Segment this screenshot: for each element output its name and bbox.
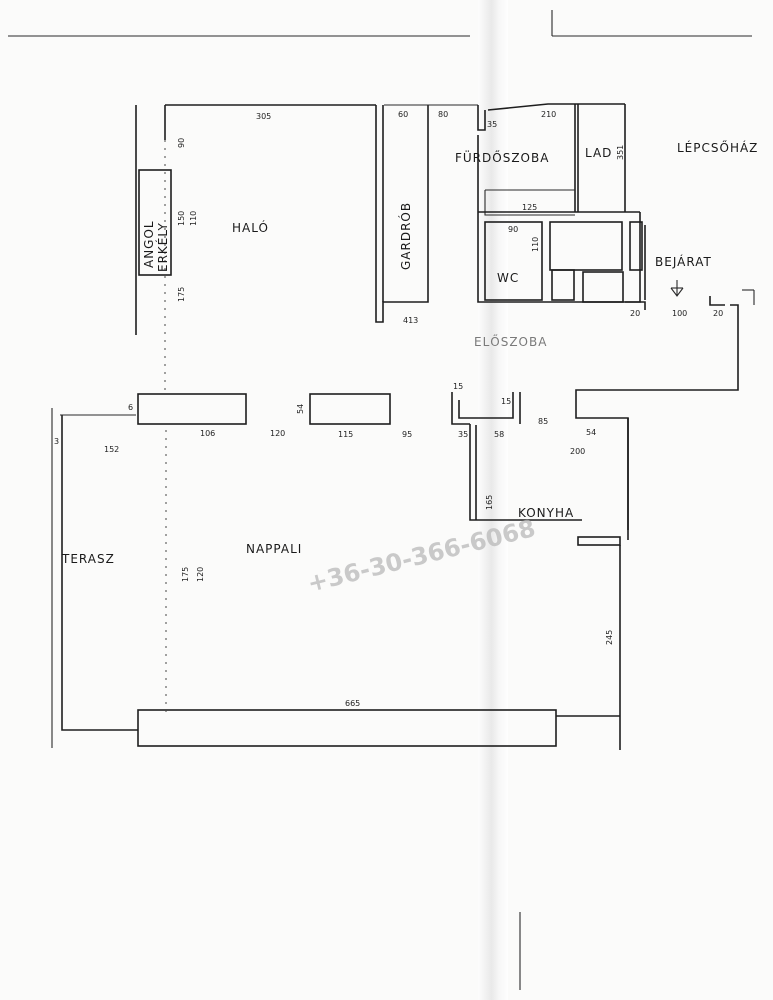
dim-label: 20 [713, 309, 723, 318]
dim-label: 60 [398, 110, 408, 119]
dim-label: 90 [177, 138, 186, 148]
dim-label: 175 [177, 287, 186, 302]
dim-label: 54 [586, 428, 596, 437]
room-label-wc: WC [497, 271, 519, 285]
dim-label: 165 [485, 495, 494, 510]
room-label-lepcsohaz: LÉPCSŐHÁZ [677, 140, 758, 155]
dim-label: 413 [403, 316, 418, 325]
dim-label: 351 [616, 145, 625, 160]
room-label-bejarat: BEJÁRAT [655, 254, 712, 269]
dim-label: 120 [196, 567, 205, 582]
dim-label: 665 [345, 699, 360, 708]
entrance-walls [575, 289, 755, 530]
room-label-nappali: NAPPALI [246, 542, 302, 556]
dim-label: 106 [200, 429, 215, 438]
dim-label: 100 [672, 309, 687, 318]
dim-label: 3 [54, 437, 59, 446]
angol-erkely-box [138, 169, 172, 276]
room-label-halo: HALÓ [232, 220, 269, 235]
dim-label: 110 [189, 211, 198, 226]
dim-label: 245 [605, 630, 614, 645]
dim-label: 80 [438, 110, 448, 119]
dim-label: 35 [487, 120, 497, 129]
dim-label: 15 [501, 397, 511, 406]
dim-label: 90 [508, 225, 518, 234]
room-label-konyha: KONYHA [518, 506, 574, 520]
dim-label: 85 [538, 417, 548, 426]
dim-label: 150 [177, 211, 186, 226]
dim-label: 305 [256, 112, 271, 121]
room-label-erkely: ERKÉLY [155, 222, 170, 272]
dimension-labels: 305 60 80 35 210 90 150 110 175 351 125 … [54, 110, 723, 708]
room-label-eloszoba: ELŐSZOBA [474, 334, 547, 349]
dim-label: 120 [270, 429, 285, 438]
dim-label: 115 [338, 430, 353, 439]
dim-label: 35 [458, 430, 468, 439]
room-label-gardrob: GARDRÓB [398, 202, 413, 270]
dim-label: 175 [181, 567, 190, 582]
dim-label: 20 [630, 309, 640, 318]
dim-label: 125 [522, 203, 537, 212]
dim-label: 95 [402, 430, 412, 439]
dim-label: 6 [128, 403, 133, 412]
hallway-partitions [137, 392, 582, 521]
dim-label: 152 [104, 445, 119, 454]
dim-label: 58 [494, 430, 504, 439]
scan-edge-lines [8, 10, 752, 990]
living-kitchen-walls [51, 408, 629, 750]
room-label-furdoszoba: FÜRDŐSZOBA [455, 149, 549, 165]
wardrobe-walls [375, 104, 478, 323]
dim-label: 110 [531, 237, 540, 252]
entry-arrow-icon [670, 280, 684, 297]
room-label-terasz: TERASZ [61, 552, 115, 566]
paper-fold-shadow [478, 0, 508, 1000]
dim-label: 200 [570, 447, 585, 456]
bedroom-walls [135, 104, 376, 390]
dim-label: 54 [296, 404, 305, 414]
bathroom-walls [477, 103, 646, 303]
room-label-angol: ANGOL [142, 220, 156, 268]
phone-watermark: +36-30-366-6068 [305, 514, 539, 598]
dim-label: 15 [453, 382, 463, 391]
room-label-lad: LAD [585, 146, 612, 160]
dim-label: 210 [541, 110, 556, 119]
